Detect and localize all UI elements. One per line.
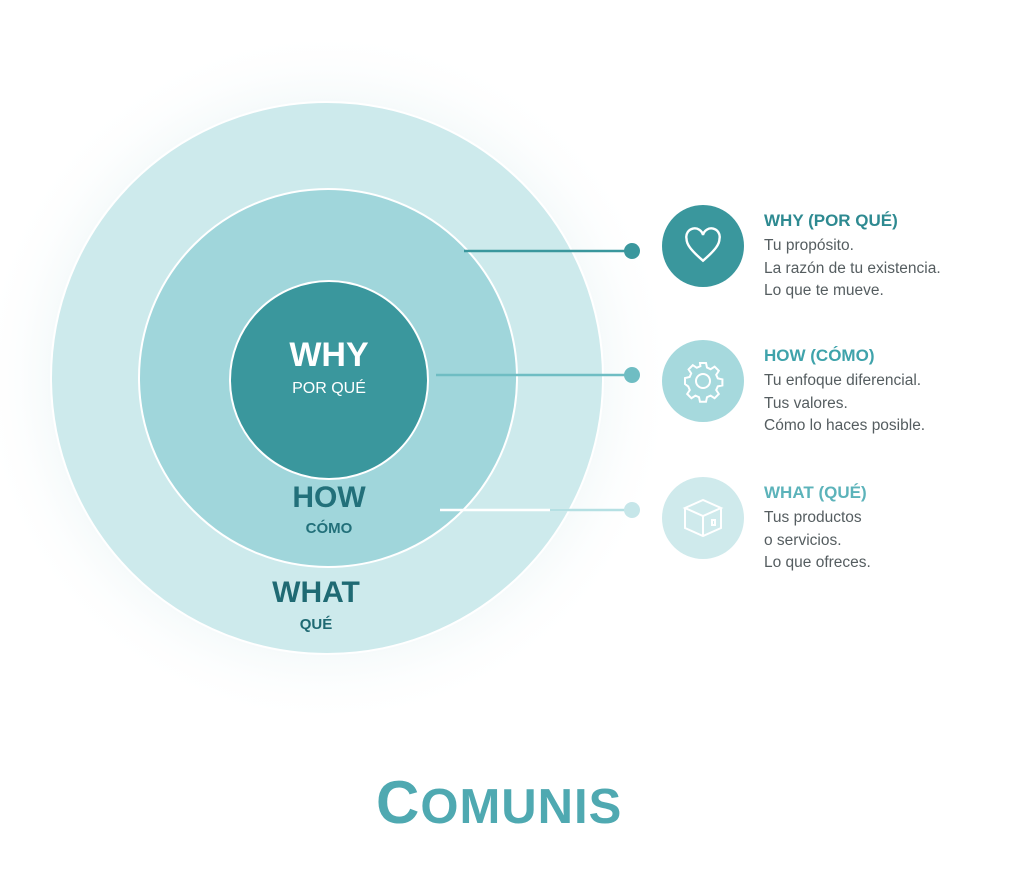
how-item: HOW (CÓMO) Tu enfoque diferencial. Tus v… [662,340,1022,434]
why-circle [229,280,429,480]
how-connector-dot [624,367,640,383]
why-item: WHY (POR QUÉ) Tu propósito. La razón de … [662,205,1022,299]
how-line: Cómo lo haces posible. [764,417,926,434]
what-label: WHAT [272,576,360,609]
why-line: Tu propósito. [764,237,854,254]
why-line: La razón de tu existencia. [764,259,941,277]
what-sublabel: QUÉ [299,616,333,633]
what-title: WHAT (QUÉ) [764,483,867,502]
how-line: Tu enfoque diferencial. [764,372,922,389]
what-item: WHAT (QUÉ) Tus productos o servicios. Lo… [662,477,1022,571]
how-line: Tus valores. [764,394,848,412]
what-line: Tus productos [764,509,862,526]
what-connector-dot [624,502,640,518]
box-icon [662,477,744,559]
how-sublabel: CÓMO [305,520,353,537]
gear-icon [662,340,744,422]
how-label: HOW [292,481,366,514]
why-connector-dot [624,243,640,259]
what-line: o servicios. [764,531,842,549]
why-label: WHY [289,336,369,374]
comunis-logo: COMUNIS [376,769,623,836]
why-title: WHY (POR QUÉ) [764,211,898,230]
why-sublabel: POR QUÉ [292,380,366,397]
heart-icon [662,205,744,287]
what-line: Lo que ofreces. [764,554,871,571]
why-line: Lo que te mueve. [764,282,884,299]
how-title: HOW (CÓMO) [764,346,875,365]
